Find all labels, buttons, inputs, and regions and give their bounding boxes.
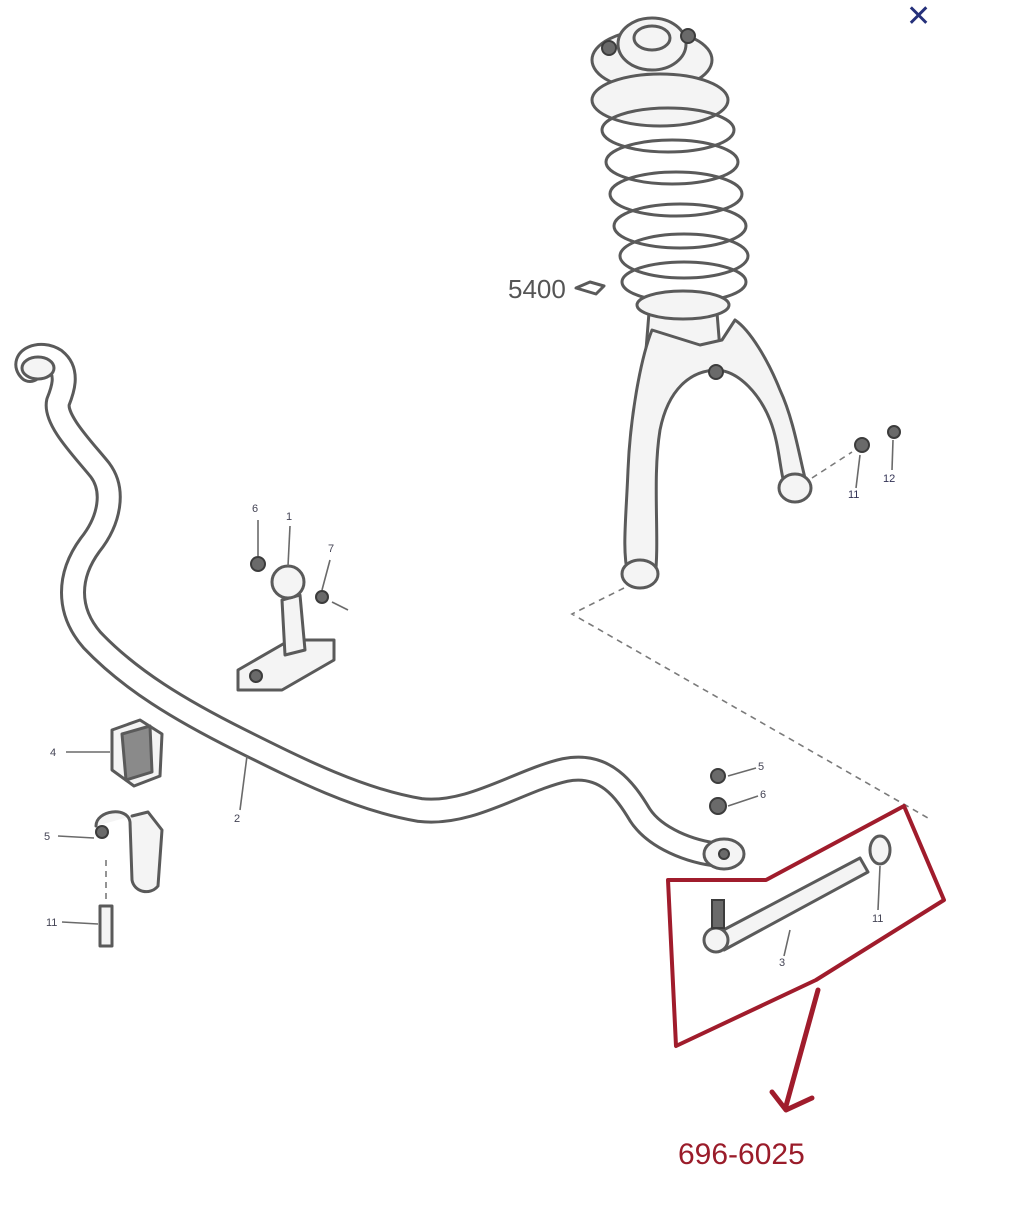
- part-number-label[interactable]: 696-6025: [678, 1138, 805, 1171]
- link-stud: [711, 899, 725, 929]
- callout-bracket-top-b: 1: [286, 511, 292, 523]
- clamp-hole: [95, 825, 109, 839]
- callout-link-nut-top: 5: [758, 761, 764, 773]
- callout-left-clamp: 5: [44, 831, 50, 843]
- stabilizer-link-rod: [710, 856, 870, 952]
- stabilizer-link-assembly: 5 6 11 3 696-6025: [666, 761, 946, 1171]
- bolt-icon: [887, 425, 901, 439]
- callout-knuckle-nut: 11: [848, 489, 859, 501]
- close-icon[interactable]: ✕: [906, 0, 931, 34]
- knuckle-pivot: [708, 364, 724, 380]
- bar-bracket: 6 1 7: [236, 503, 349, 692]
- stabilizer-bar: 2: [14, 342, 746, 871]
- link-washer-icon: [709, 797, 727, 815]
- assembly-dashed-line: [570, 587, 929, 819]
- bushing-slot: [120, 724, 154, 782]
- mount-stud-icon: [601, 40, 617, 56]
- bracket-post: [280, 593, 307, 657]
- link-end-eye: [702, 926, 730, 954]
- bracket-bushing: [270, 564, 306, 600]
- mount-stud-icon: [680, 28, 696, 44]
- callout-bracket-bolt: 7: [328, 543, 334, 555]
- leader-dashed: [811, 451, 853, 479]
- strut-mount-hole: [632, 24, 672, 52]
- callout-knuckle-bolt: 12: [883, 473, 895, 485]
- nut-icon: [854, 437, 870, 453]
- bracket-hole: [249, 669, 263, 683]
- bracket-bolt-icon: [315, 590, 329, 604]
- callout-left-bolt: 11: [46, 917, 57, 929]
- spring-lower-seat: [635, 289, 731, 321]
- steering-knuckle: [623, 318, 808, 580]
- bar-end-eye: [20, 355, 56, 381]
- callout-left-bushing: 4: [50, 747, 56, 759]
- bar-clamp: [94, 810, 164, 894]
- reference-arrow-icon: [574, 280, 606, 296]
- left-exploded-parts: 4 5 11: [44, 718, 164, 948]
- callout-bar: 2: [234, 813, 240, 825]
- highlight-outline: [666, 804, 946, 1048]
- coil-spring: [600, 106, 750, 304]
- link-lower-washer: [868, 834, 892, 866]
- pointer-arrowhead-icon: [769, 1089, 815, 1113]
- stabilizer-bar-body: [17, 345, 730, 865]
- strut-assembly: 11 12 5400: [508, 16, 901, 590]
- knuckle-lower-eye: [620, 558, 660, 590]
- callout-link-washer: 6: [760, 789, 766, 801]
- strut-reference-label: 5400: [508, 274, 566, 304]
- knuckle-arm-eye: [777, 472, 813, 504]
- callout-bracket-top-a: 6: [252, 503, 258, 515]
- link-nut-icon: [710, 768, 726, 784]
- callout-link: 3: [779, 957, 785, 969]
- clamp-bolt: [98, 904, 114, 948]
- bar-end-hole: [718, 848, 730, 860]
- callout-link-lower-nut: 11: [872, 913, 883, 925]
- bracket-nut-icon: [250, 556, 266, 572]
- pointer-arrow: [783, 987, 821, 1109]
